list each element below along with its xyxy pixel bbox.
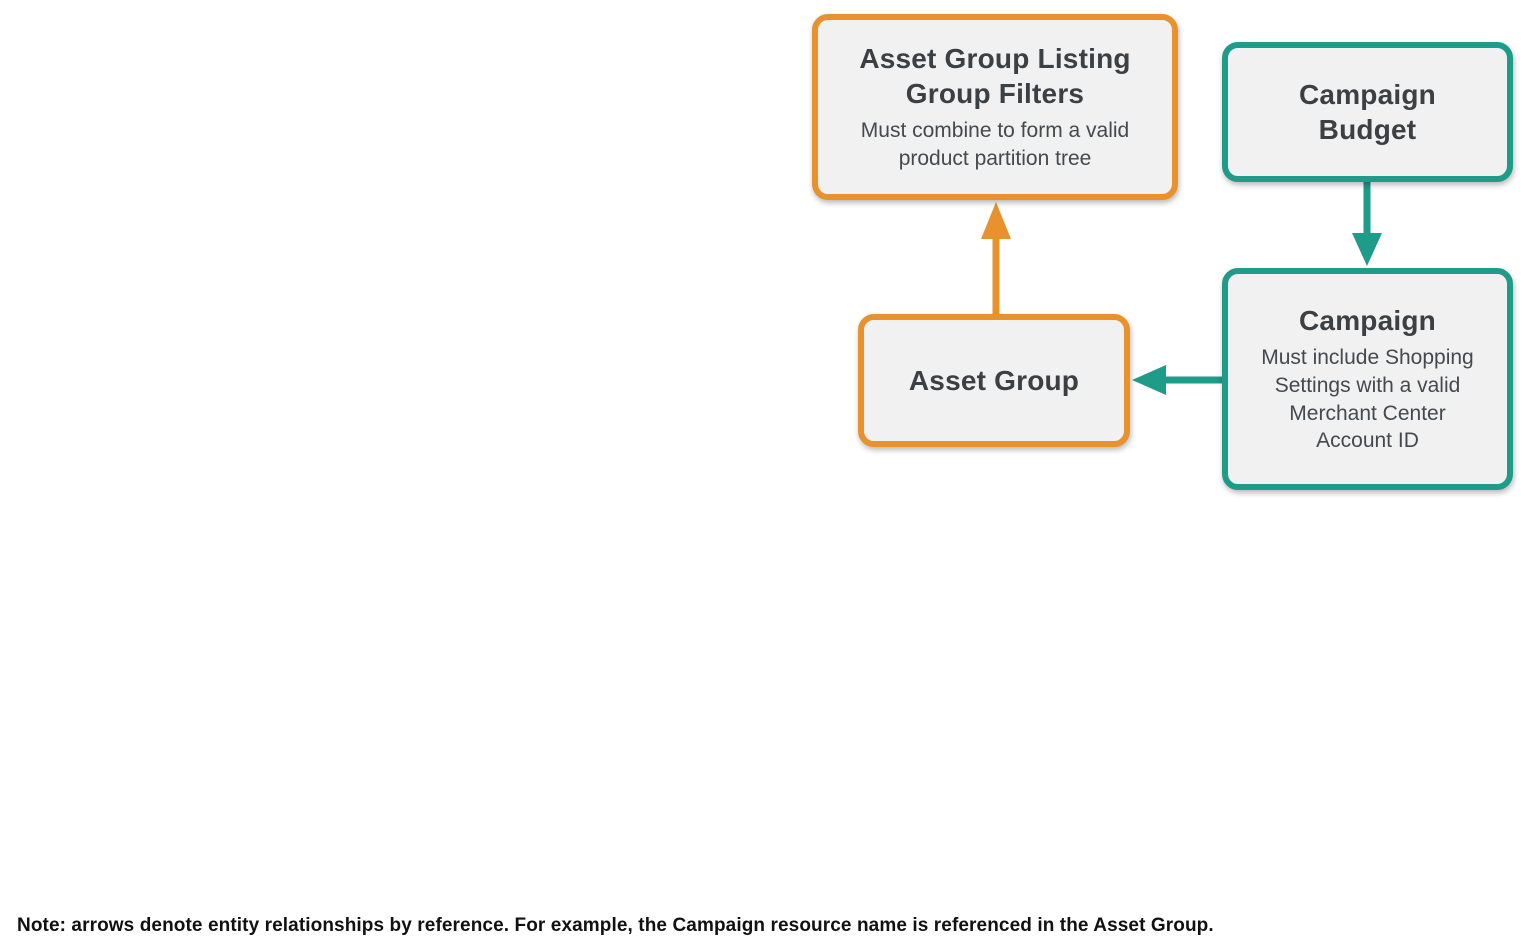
node-asset-group-listing-group-filters: Asset Group Listing Group Filters Must c… [812, 14, 1178, 200]
node-campaign: Campaign Must include Shopping Settings … [1222, 268, 1513, 490]
arrow-asset-group-to-listing-group-filters [981, 202, 1011, 314]
node-title: Campaign [1299, 305, 1436, 337]
arrow-campaign-to-asset-group [1132, 365, 1224, 395]
node-subtitle: Must combine to form a valid product par… [860, 119, 1130, 170]
node-subtitle: Must include Shopping Settings with a va… [1261, 346, 1474, 453]
node-title: Asset Group Listing Group Filters [859, 43, 1131, 110]
arrow-campaign-budget-to-campaign [1352, 182, 1382, 266]
node-title: Asset Group [908, 365, 1080, 396]
node-campaign-budget: Campaign Budget [1222, 42, 1513, 182]
diagram-footnote: Note: arrows denote entity relationships… [17, 915, 1214, 936]
node-title: Campaign Budget [1299, 79, 1436, 145]
node-asset-group: Asset Group [858, 314, 1130, 447]
